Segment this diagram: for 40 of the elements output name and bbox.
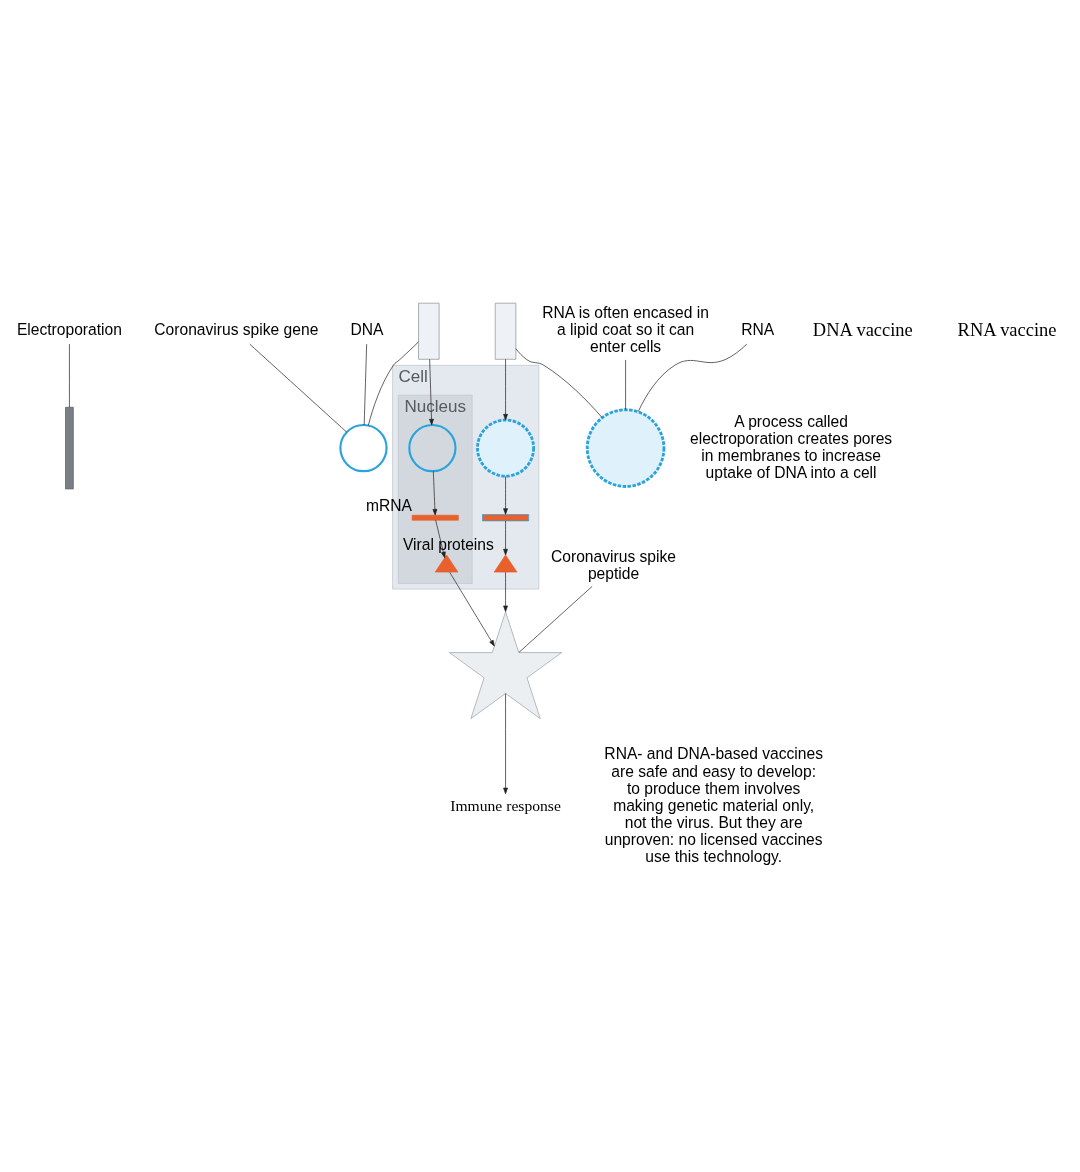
- node-text: Immune response: [450, 796, 561, 814]
- node-text: Coronavirus spike gene: [154, 321, 319, 339]
- arrow: [503, 520, 508, 556]
- connector: [69, 343, 70, 408]
- arrow: [432, 470, 438, 516]
- arrow: [503, 476, 508, 515]
- arrow: [449, 571, 495, 647]
- node-box: [418, 302, 440, 360]
- node-circle: [585, 408, 666, 488]
- node-circle: [476, 418, 536, 478]
- node-bar: [482, 514, 529, 522]
- node-text: Electroporation: [16, 321, 122, 339]
- node-star: [449, 611, 562, 719]
- arrow: [429, 358, 434, 426]
- connector: [249, 343, 348, 433]
- node-text: DNA: [350, 321, 384, 339]
- connector: [637, 343, 748, 412]
- label: RNA- and DNA-based vaccines are safe and easy to develop: to produce them involves making genetic material only, not the virus. But they are unproven: no licensed vaccines use this technology.: [604, 745, 823, 865]
- node-bar: [65, 406, 74, 490]
- arrow: [435, 519, 446, 559]
- arrow: [503, 358, 508, 421]
- connector: [625, 359, 626, 411]
- node-label: Viral proteins: [402, 536, 494, 554]
- node-bar: [411, 514, 459, 521]
- connector: [515, 348, 603, 418]
- connector: [363, 343, 367, 426]
- node-circle: [408, 423, 457, 473]
- label: RNA vaccine: [957, 319, 1057, 340]
- label: DNA vaccine: [812, 319, 913, 340]
- arrow: [503, 571, 508, 612]
- connector: [367, 341, 419, 426]
- label: A process called electroporation creates pores in membranes to increase uptake of DNA into a cell: [690, 412, 893, 481]
- node-text: RNA is often encased in a lipid coat so it can enter cells: [542, 304, 709, 356]
- node-triangle: [434, 554, 459, 573]
- node-triangle: [493, 554, 518, 573]
- node-box: [494, 302, 517, 360]
- node-label: mRNA: [366, 496, 413, 514]
- node-text: RNA: [741, 321, 775, 339]
- node-circle: [339, 423, 388, 473]
- node-text: Coronavirus spike peptide: [551, 547, 676, 582]
